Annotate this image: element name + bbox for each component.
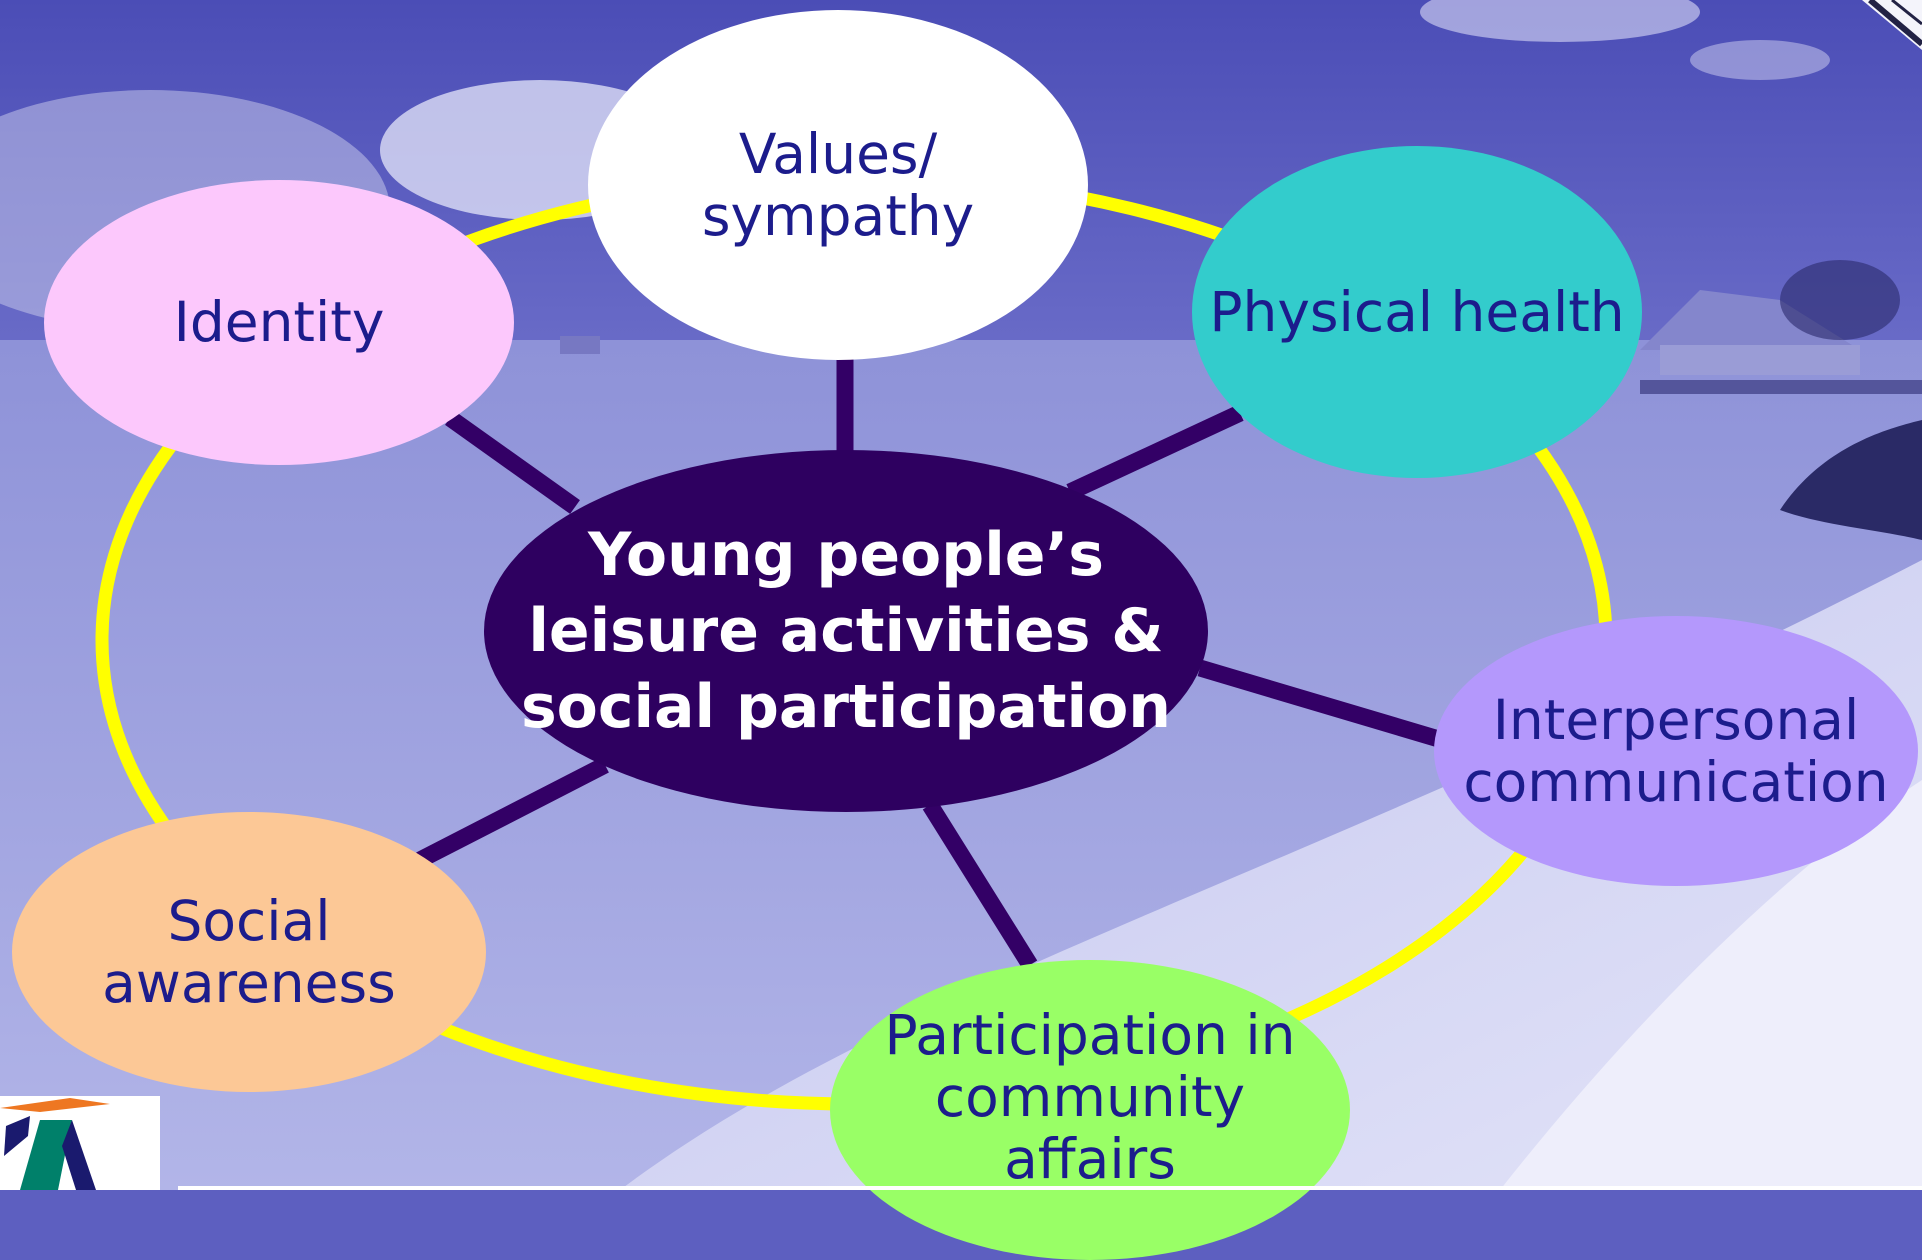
node-physical-line-1: Physical health	[1209, 279, 1625, 344]
node-values-line-1: Values/	[738, 121, 938, 186]
spoke-identity	[445, 411, 580, 514]
node-physical-health: Physical health	[1192, 146, 1642, 478]
page-curl-icon	[1862, 0, 1922, 50]
central-topic-line-1: Young people’s	[587, 519, 1104, 590]
node-interpersonal-communication: Interpersonal communication	[1434, 616, 1918, 886]
central-topic-text: Young people’s leisure activities & soci…	[521, 517, 1171, 746]
logo-green-shape	[20, 1120, 72, 1190]
node-interpersonal-line-1: Interpersonal	[1492, 687, 1860, 752]
central-topic: Young people’s leisure activities & soci…	[484, 450, 1208, 812]
node-values-line-2: sympathy	[701, 184, 975, 248]
central-topic-line-2: leisure activities &	[528, 595, 1164, 666]
node-values-sympathy: Values/ sympathy	[588, 10, 1088, 360]
spoke-physical-health	[1066, 405, 1244, 500]
logo-orange-stroke	[0, 1098, 110, 1112]
node-interpersonal-line-2: communication	[1463, 750, 1889, 814]
logo-navy-left	[4, 1116, 30, 1156]
node-social-line-1: Social	[167, 888, 331, 953]
logo-navy-shape	[62, 1120, 96, 1190]
spoke-participation	[922, 800, 1038, 970]
spoke-interpersonal	[1197, 659, 1445, 749]
node-participation-line-3: affairs	[1004, 1127, 1176, 1192]
node-social-awareness: Social awareness	[12, 812, 486, 1092]
node-participation-line-1: Participation in	[884, 1003, 1296, 1067]
org-logo-icon	[0, 1096, 160, 1190]
central-topic-line-3: social participation	[520, 672, 1172, 743]
node-identity-line-1: Identity	[173, 290, 385, 355]
node-identity: Identity	[44, 180, 514, 465]
node-social-line-2: awareness	[102, 951, 396, 1015]
node-participation-line-2: community	[934, 1065, 1246, 1130]
node-participation-community-affairs: Participation in community affairs	[830, 960, 1350, 1260]
spoke-social-awareness	[416, 757, 609, 868]
bottom-strip	[178, 1186, 1922, 1190]
